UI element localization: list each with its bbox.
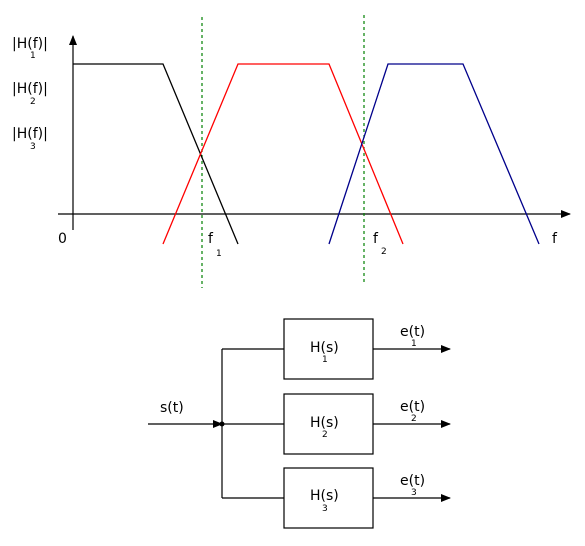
input-signal-label: s(t): [160, 400, 184, 416]
x-axis-label: f: [552, 231, 558, 247]
output-2-label: e(t): [400, 399, 425, 415]
crossover-1-label: f: [208, 231, 214, 247]
crossover-2-label: f: [373, 231, 379, 247]
output-3-subscript: 3: [411, 488, 417, 498]
filter-3-response: [328, 63, 540, 245]
filter-block-2-label: H(s): [310, 415, 339, 431]
y-label-2-subscript: 2: [30, 97, 36, 107]
frequency-response-graph: |H(f)| 1 |H(f)| 2 |H(f)| 3 0 f 1 f 2 f: [12, 15, 571, 288]
y-label-1-subscript: 1: [30, 51, 36, 61]
filter-block-3-subscript: 3: [322, 504, 328, 514]
crossover-1-subscript: 1: [216, 249, 222, 259]
output-1-label: e(t): [400, 324, 425, 340]
output-2-subscript: 2: [411, 414, 417, 424]
y-label-2: |H(f)|: [12, 81, 48, 97]
filter-block-1-label: H(s): [310, 340, 339, 356]
filter-block-2-subscript: 2: [322, 430, 328, 440]
output-3-label: e(t): [400, 473, 425, 489]
filter-block-1: [283, 318, 374, 380]
y-label-3-subscript: 3: [30, 142, 36, 152]
filter-bank-block-diagram: s(t) H(s) 1 H(s) 2 H(s) 3 e(t) 1 e(t) 2 …: [148, 318, 451, 529]
output-1-subscript: 1: [411, 339, 417, 349]
y-label-3: |H(f)|: [12, 126, 48, 142]
y-label-1: |H(f)|: [12, 36, 48, 52]
crossover-2-subscript: 2: [381, 247, 387, 257]
origin-label: 0: [58, 231, 67, 247]
filter-2-response: [162, 63, 404, 245]
filter-1-response: [73, 63, 239, 245]
filter-block-1-subscript: 1: [322, 355, 328, 365]
filter-block-3-label: H(s): [310, 488, 339, 504]
